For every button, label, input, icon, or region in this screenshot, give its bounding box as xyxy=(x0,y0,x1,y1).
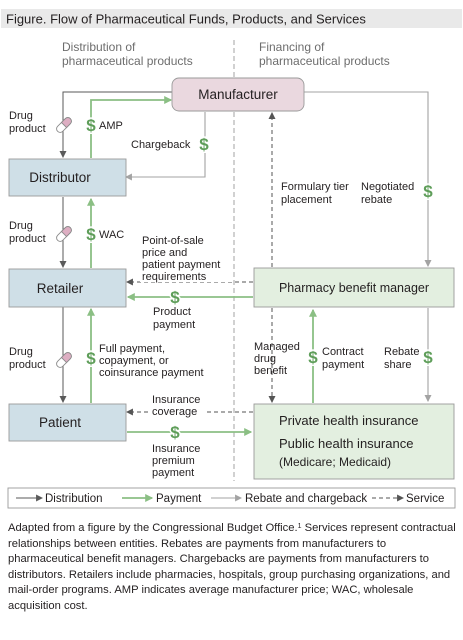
patient-label: Patient xyxy=(39,415,81,430)
caption-footnote-ref: 1 xyxy=(297,523,302,530)
dollar-icon xyxy=(168,286,182,309)
drug-product-label: Drug product xyxy=(9,346,46,371)
product-payment-line: Product xyxy=(153,306,191,318)
full-payment-line: copayment, or xyxy=(99,355,169,367)
insurance-coverage-line: Insurance xyxy=(152,394,200,406)
pbm-box xyxy=(253,267,455,308)
dollar-icon xyxy=(84,114,98,137)
left-heading-line: Distribution of xyxy=(62,40,136,54)
rebate-share-label: Rebate share xyxy=(384,346,423,371)
rebate-share-line: Rebate xyxy=(384,346,419,358)
insurance-premium-line: premium xyxy=(152,455,195,467)
arrow-negotiated-rebate xyxy=(304,91,432,268)
right-heading-line: pharmaceutical products xyxy=(259,54,390,68)
pill-icon xyxy=(54,115,74,135)
insurance-premium-line: payment xyxy=(152,467,194,479)
pos-line: price and xyxy=(142,247,187,259)
insurance-coverage-bg xyxy=(150,394,204,416)
chargeback-label: Chargeback xyxy=(131,139,191,151)
pos-label: Point-of-sale price and patient payment … xyxy=(142,235,223,283)
insurance-coverage-label: Insurance coverage xyxy=(152,394,203,418)
retailer-box xyxy=(8,268,127,308)
managed-drug-benefit-line: drug xyxy=(254,353,276,365)
full-payment-line: Full payment, xyxy=(99,343,165,355)
patient-box xyxy=(8,403,127,442)
arrow-manufacturer-to-distributor xyxy=(59,91,172,159)
product-payment-label: Product payment xyxy=(153,306,195,331)
pill-icon xyxy=(54,224,74,244)
legend-rebate-label: Rebate and chargeback xyxy=(245,493,367,505)
managed-drug-benefit-line: benefit xyxy=(254,365,287,377)
drug-product-line: Drug xyxy=(9,110,33,122)
contract-payment-line: Contract xyxy=(322,346,364,358)
formulary-line: placement xyxy=(281,194,332,206)
arrow-chargeback xyxy=(124,112,206,181)
dollar-icon xyxy=(197,133,211,156)
public-insurance-note: (Medicare; Medicaid) xyxy=(279,455,391,469)
distributor-box xyxy=(8,158,127,197)
dollar-icon xyxy=(421,180,435,203)
pos-line: requirements xyxy=(142,271,207,283)
formulary-label: Formulary tier placement xyxy=(281,181,352,206)
figure-caption: Adapted from a figure by the Congression… xyxy=(8,521,456,615)
drug-product-line: Drug xyxy=(9,220,33,232)
right-heading: Financing of pharmaceutical products xyxy=(259,40,390,68)
pill-icon xyxy=(54,350,74,370)
amp-label: AMP xyxy=(99,120,123,132)
full-payment-line: coinsurance payment xyxy=(99,367,204,379)
pos-label-bg xyxy=(140,234,232,282)
managed-drug-benefit-line: Managed xyxy=(254,341,300,353)
negotiated-rebate-line: rebate xyxy=(361,194,392,206)
retailer-label: Retailer xyxy=(37,281,84,296)
legend-distribution-label: Distribution xyxy=(45,493,103,505)
contract-payment-line: payment xyxy=(322,359,364,371)
contract-payment-label: Contract payment xyxy=(322,346,367,371)
caption-text: Adapted from a figure by the Congression… xyxy=(8,522,298,534)
drug-product-line: product xyxy=(9,233,46,245)
right-heading-line: Financing of xyxy=(259,40,325,54)
insurance-premium-line: Insurance xyxy=(152,443,200,455)
product-payment-line: payment xyxy=(153,319,195,331)
dollar-icon xyxy=(421,346,435,369)
insurance-box xyxy=(253,403,455,480)
pos-line: patient payment xyxy=(142,259,220,271)
dollar-icon xyxy=(84,223,98,246)
drug-product-label: Drug product xyxy=(9,220,46,245)
drug-product-line: product xyxy=(9,359,46,371)
left-heading: Distribution of pharmaceutical products xyxy=(62,40,193,68)
distributor-label: Distributor xyxy=(29,170,91,185)
arrow-distributor-to-manufacturer-amp xyxy=(90,96,173,158)
formulary-line: Formulary tier xyxy=(281,181,349,193)
legend-payment-label: Payment xyxy=(156,493,202,505)
negotiated-rebate-line: Negotiated xyxy=(361,181,414,193)
insurance-premium-label: Insurance premium payment xyxy=(152,443,203,479)
drug-product-label: Drug product xyxy=(9,110,46,135)
manufacturer-box xyxy=(171,77,305,112)
drug-product-line: product xyxy=(9,123,46,135)
dollar-icon xyxy=(84,347,98,370)
negotiated-rebate-label: Negotiated rebate xyxy=(361,181,417,206)
manufacturer-label: Manufacturer xyxy=(198,87,278,102)
legend-service-label: Service xyxy=(406,493,444,505)
rebate-share-line: share xyxy=(384,359,412,371)
caption-text: Services represent contractual relations… xyxy=(8,522,456,612)
public-insurance-label: Public health insurance xyxy=(279,436,413,451)
title-bar xyxy=(1,9,462,28)
managed-drug-benefit-label: Managed drug benefit xyxy=(254,341,303,377)
full-payment-label: Full payment, copayment, or coinsurance … xyxy=(99,343,204,379)
private-insurance-label: Private health insurance xyxy=(279,413,418,428)
pos-line: Point-of-sale xyxy=(142,235,204,247)
wac-label: WAC xyxy=(99,229,124,241)
left-heading-line: pharmaceutical products xyxy=(62,54,193,68)
dollar-icon xyxy=(306,346,320,369)
figure-title: Figure. Flow of Pharmaceutical Funds, Pr… xyxy=(6,12,366,27)
dollar-icon xyxy=(168,421,182,444)
drug-product-line: Drug xyxy=(9,346,33,358)
pbm-label: Pharmacy benefit manager xyxy=(279,281,429,295)
insurance-coverage-line: coverage xyxy=(152,406,197,418)
